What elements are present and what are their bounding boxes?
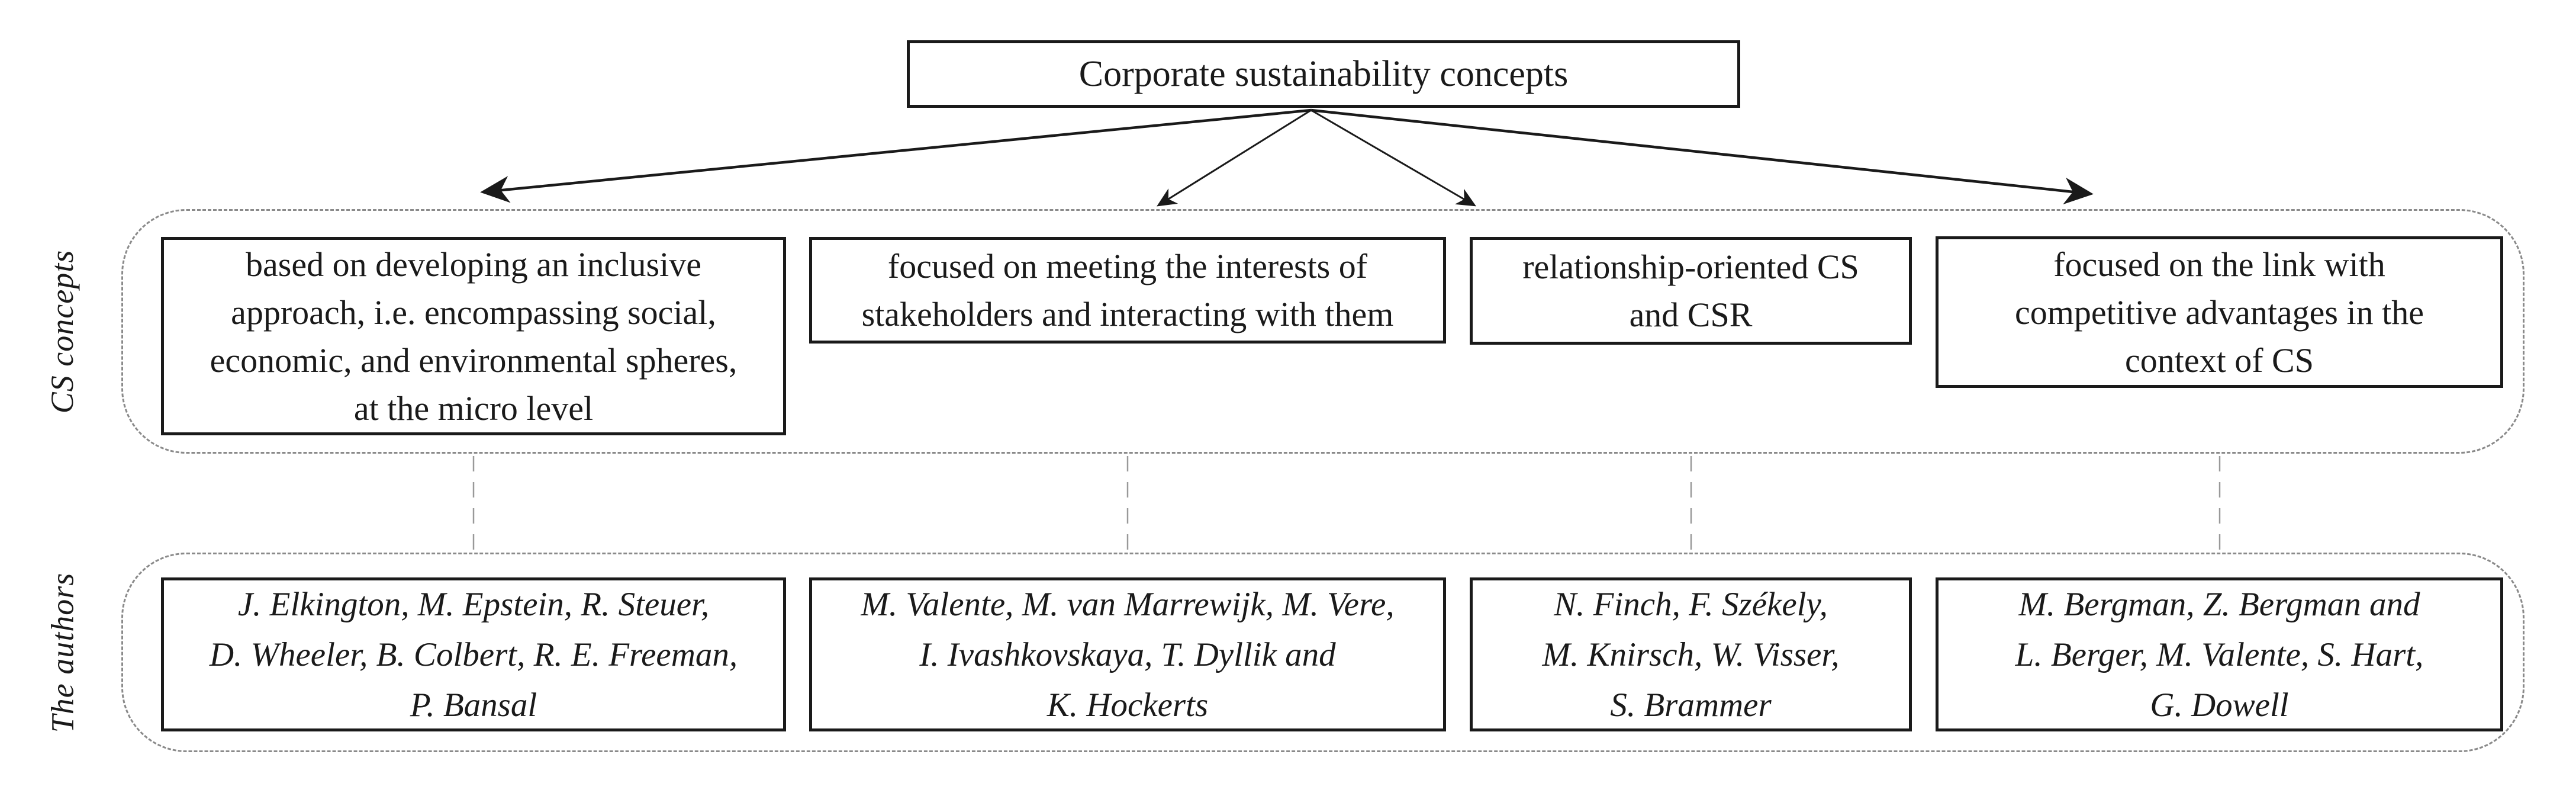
concept-box-text: relationship-oriented CS and CSR bbox=[1522, 248, 1859, 334]
author-box-1: J. Elkington, M. Epstein, R. Steuer, D. … bbox=[161, 577, 786, 731]
concept-box-inclusive-approach: based on developing an inclusive approac… bbox=[161, 237, 786, 435]
concepts-row-label-band: CS concepts bbox=[15, 209, 110, 454]
authors-row-label: The authors bbox=[44, 572, 80, 733]
concept-box-text: focused on meeting the interests of stak… bbox=[861, 247, 1394, 333]
authors-group-container bbox=[121, 553, 2525, 752]
arrow-title-to-concept-2 bbox=[1157, 109, 1312, 207]
author-box-text: M. Bergman, Z. Bergman and L. Berger, M.… bbox=[2015, 585, 2424, 724]
arrow-title-to-concept-4 bbox=[1310, 108, 2094, 205]
concepts-row-label: CS concepts bbox=[44, 249, 80, 413]
author-box-2: M. Valente, M. van Marrewijk, M. Vere, I… bbox=[809, 577, 1446, 731]
diagram-title: Corporate sustainability concepts bbox=[1078, 54, 1569, 94]
authors-row-label-band: The authors bbox=[15, 553, 110, 752]
arrow-title-to-concept-1 bbox=[480, 108, 1312, 203]
concept-box-text: based on developing an inclusive approac… bbox=[210, 245, 738, 428]
concept-box-competitive-advantages: focused on the link with competitive adv… bbox=[1936, 236, 2503, 388]
concept-box-stakeholders: focused on meeting the interests of stak… bbox=[809, 237, 1446, 344]
author-box-text: N. Finch, F. Székely, M. Knirsch, W. Vis… bbox=[1542, 585, 1840, 724]
concept-box-relationship-cs-csr: relationship-oriented CS and CSR bbox=[1470, 237, 1912, 345]
concepts-group-container bbox=[121, 209, 2525, 454]
arrow-title-to-concept-3 bbox=[1310, 109, 1476, 207]
author-box-text: J. Elkington, M. Epstein, R. Steuer, D. … bbox=[209, 585, 738, 724]
concept-box-text: focused on the link with competitive adv… bbox=[2015, 245, 2424, 380]
author-box-4: M. Bergman, Z. Bergman and L. Berger, M.… bbox=[1936, 577, 2503, 731]
author-box-text: M. Valente, M. van Marrewijk, M. Vere, I… bbox=[861, 585, 1395, 724]
author-box-3: N. Finch, F. Székely, M. Knirsch, W. Vis… bbox=[1470, 577, 1912, 731]
title-box: Corporate sustainability concepts bbox=[907, 40, 1740, 108]
